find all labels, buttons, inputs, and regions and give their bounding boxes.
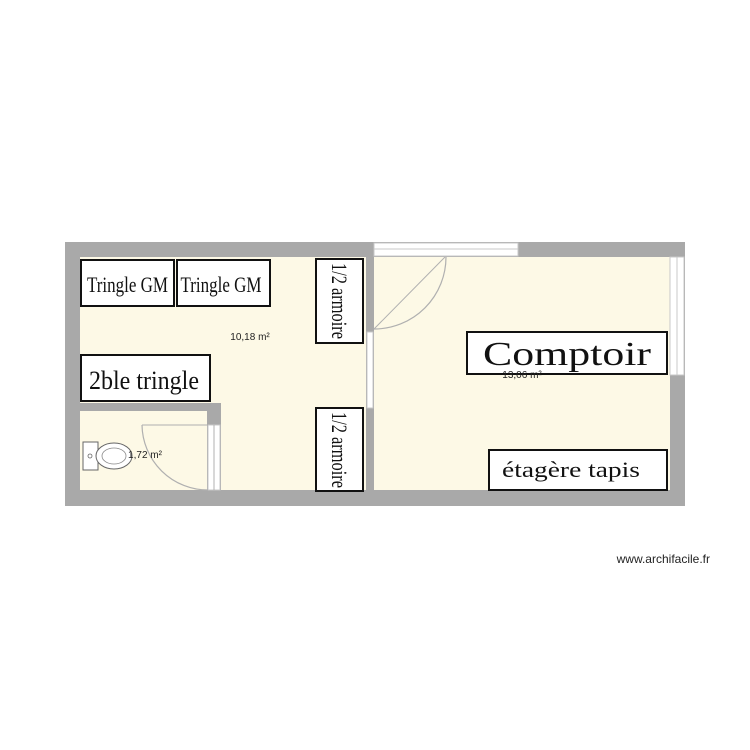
furniture-tringle-1 [80, 259, 175, 307]
toilet-icon [82, 441, 133, 471]
wc-door-arc [141, 424, 209, 491]
entrance-door-arc [373, 256, 447, 330]
furniture-armoire-top [315, 258, 364, 344]
furniture-comptoir [466, 331, 668, 375]
watermark-text: www.archifacile.fr [616, 552, 710, 566]
interior-wall-opening [366, 331, 374, 409]
furniture-tringle-2 [176, 259, 271, 307]
furniture-etagere [488, 449, 668, 491]
area-wc: 1,72 m² [128, 450, 163, 461]
entrance-door-leaf [373, 256, 446, 330]
furniture-double-tringle [80, 354, 211, 402]
label-etagere: étagère tapis [502, 457, 640, 482]
label-double-tringle: 2ble tringle [89, 366, 199, 395]
wc-wall-top [80, 403, 221, 411]
label-comptoir: Comptoir [483, 336, 652, 373]
label-armoire-top: 1/2 armoire [327, 263, 352, 339]
label-tringle-2: Tringle GM [181, 272, 262, 297]
area-room-left: 10,18 m² [230, 332, 270, 343]
area-room-right: 13,06 m² [502, 370, 542, 381]
furniture-armoire-bottom [315, 407, 364, 492]
label-armoire-bottom: 1/2 armoire [327, 412, 352, 488]
label-tringle-1: Tringle GM [87, 272, 168, 297]
